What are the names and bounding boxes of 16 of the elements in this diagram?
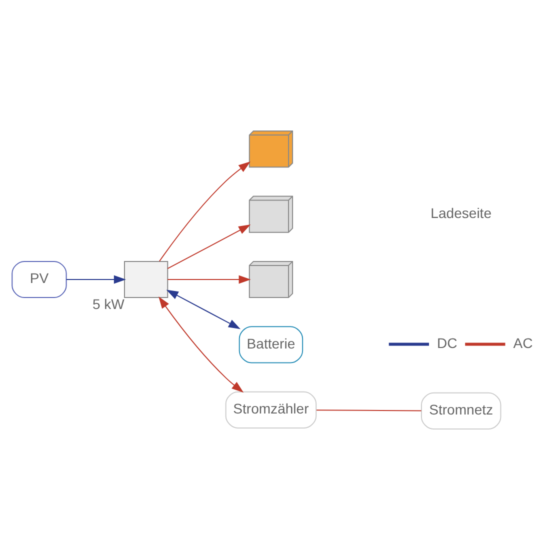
arrow	[66, 275, 126, 284]
node-label: 5 kW	[92, 296, 124, 312]
arrow	[158, 296, 244, 393]
node-box	[124, 260, 168, 298]
node-box: Batterie	[238, 326, 304, 364]
legend-label: AC	[513, 334, 533, 351]
node-box: Stromnetz	[420, 392, 502, 430]
node-box: PV	[12, 260, 67, 298]
node-box: Stromzähler	[225, 391, 317, 428]
connector	[316, 410, 422, 412]
legend-label: DC	[437, 334, 458, 351]
label: Ladeseite	[430, 204, 492, 221]
arrow	[168, 275, 251, 284]
arrow	[167, 224, 251, 270]
arrow	[159, 162, 251, 262]
arrow	[166, 290, 241, 330]
